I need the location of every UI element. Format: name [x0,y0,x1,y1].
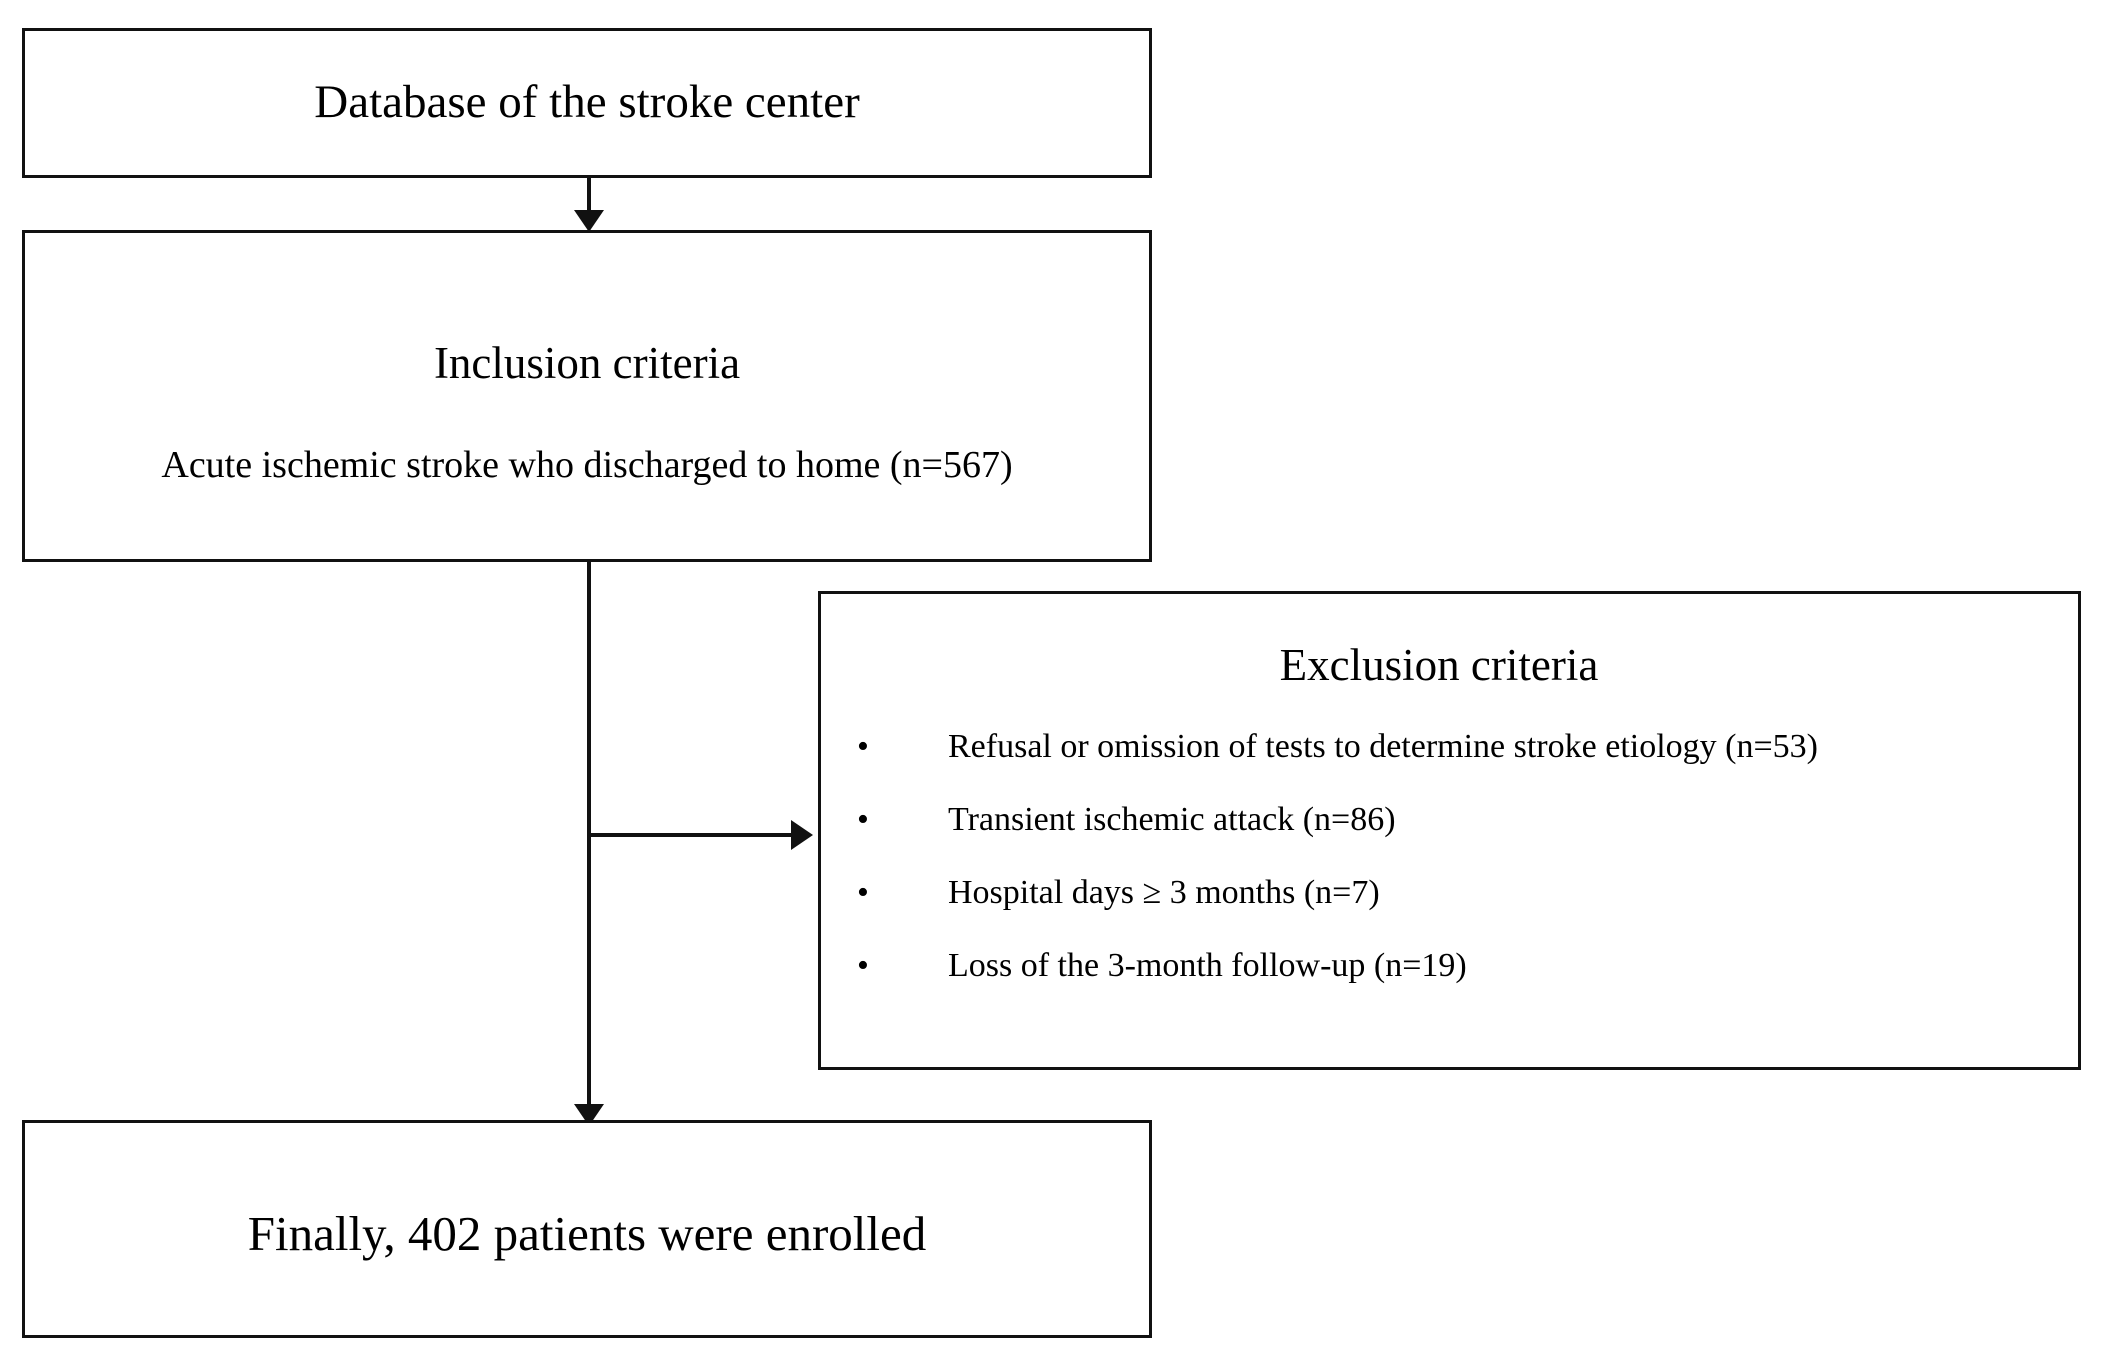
list-item-label: Loss of the 3-month follow-up (n=19) [948,947,1467,984]
node-enrolled-box: Finally, 402 patients were enrolled [22,1120,1152,1338]
list-item: • Refusal or omission of tests to determ… [848,727,2058,800]
list-item: • Hospital days ≥ 3 months (n=7) [848,873,2058,946]
node-exclusion-title: Exclusion criteria [1279,640,1599,690]
node-database-box: Database of the stroke center [22,28,1152,178]
list-item-label: Hospital days ≥ 3 months (n=7) [948,874,1380,911]
arrow-down-icon-database-to-inclusion [574,210,604,232]
bullet-icon: • [857,947,869,984]
bullet-icon: • [857,801,869,838]
node-inclusion-box: Inclusion criteria Acute ischemic stroke… [22,230,1152,562]
list-item: • Loss of the 3-month follow-up (n=19) [848,946,2058,1019]
list-item-label: Transient ischemic attack (n=86) [948,801,1396,838]
list-item-label: Refusal or omission of tests to determin… [948,728,1818,765]
connector-database-to-inclusion [587,178,591,216]
node-inclusion-detail: Acute ischemic stroke who discharged to … [161,444,1013,486]
bullet-icon: • [857,728,869,765]
node-database-title: Database of the stroke center [314,76,860,128]
node-inclusion-title: Inclusion criteria [433,338,741,388]
connector-branch-to-exclusion [589,833,791,837]
node-enrolled-title: Finally, 402 patients were enrolled [247,1206,927,1261]
exclusion-criteria-list: • Refusal or omission of tests to determ… [848,727,2058,1019]
arrow-right-icon-branch-to-exclusion [791,820,813,850]
node-exclusion-box: Exclusion criteria • Refusal or omission… [818,591,2081,1070]
list-item: • Transient ischemic attack (n=86) [848,800,2058,873]
connector-inclusion-to-enrolled [587,562,591,1114]
bullet-icon: • [857,874,869,911]
